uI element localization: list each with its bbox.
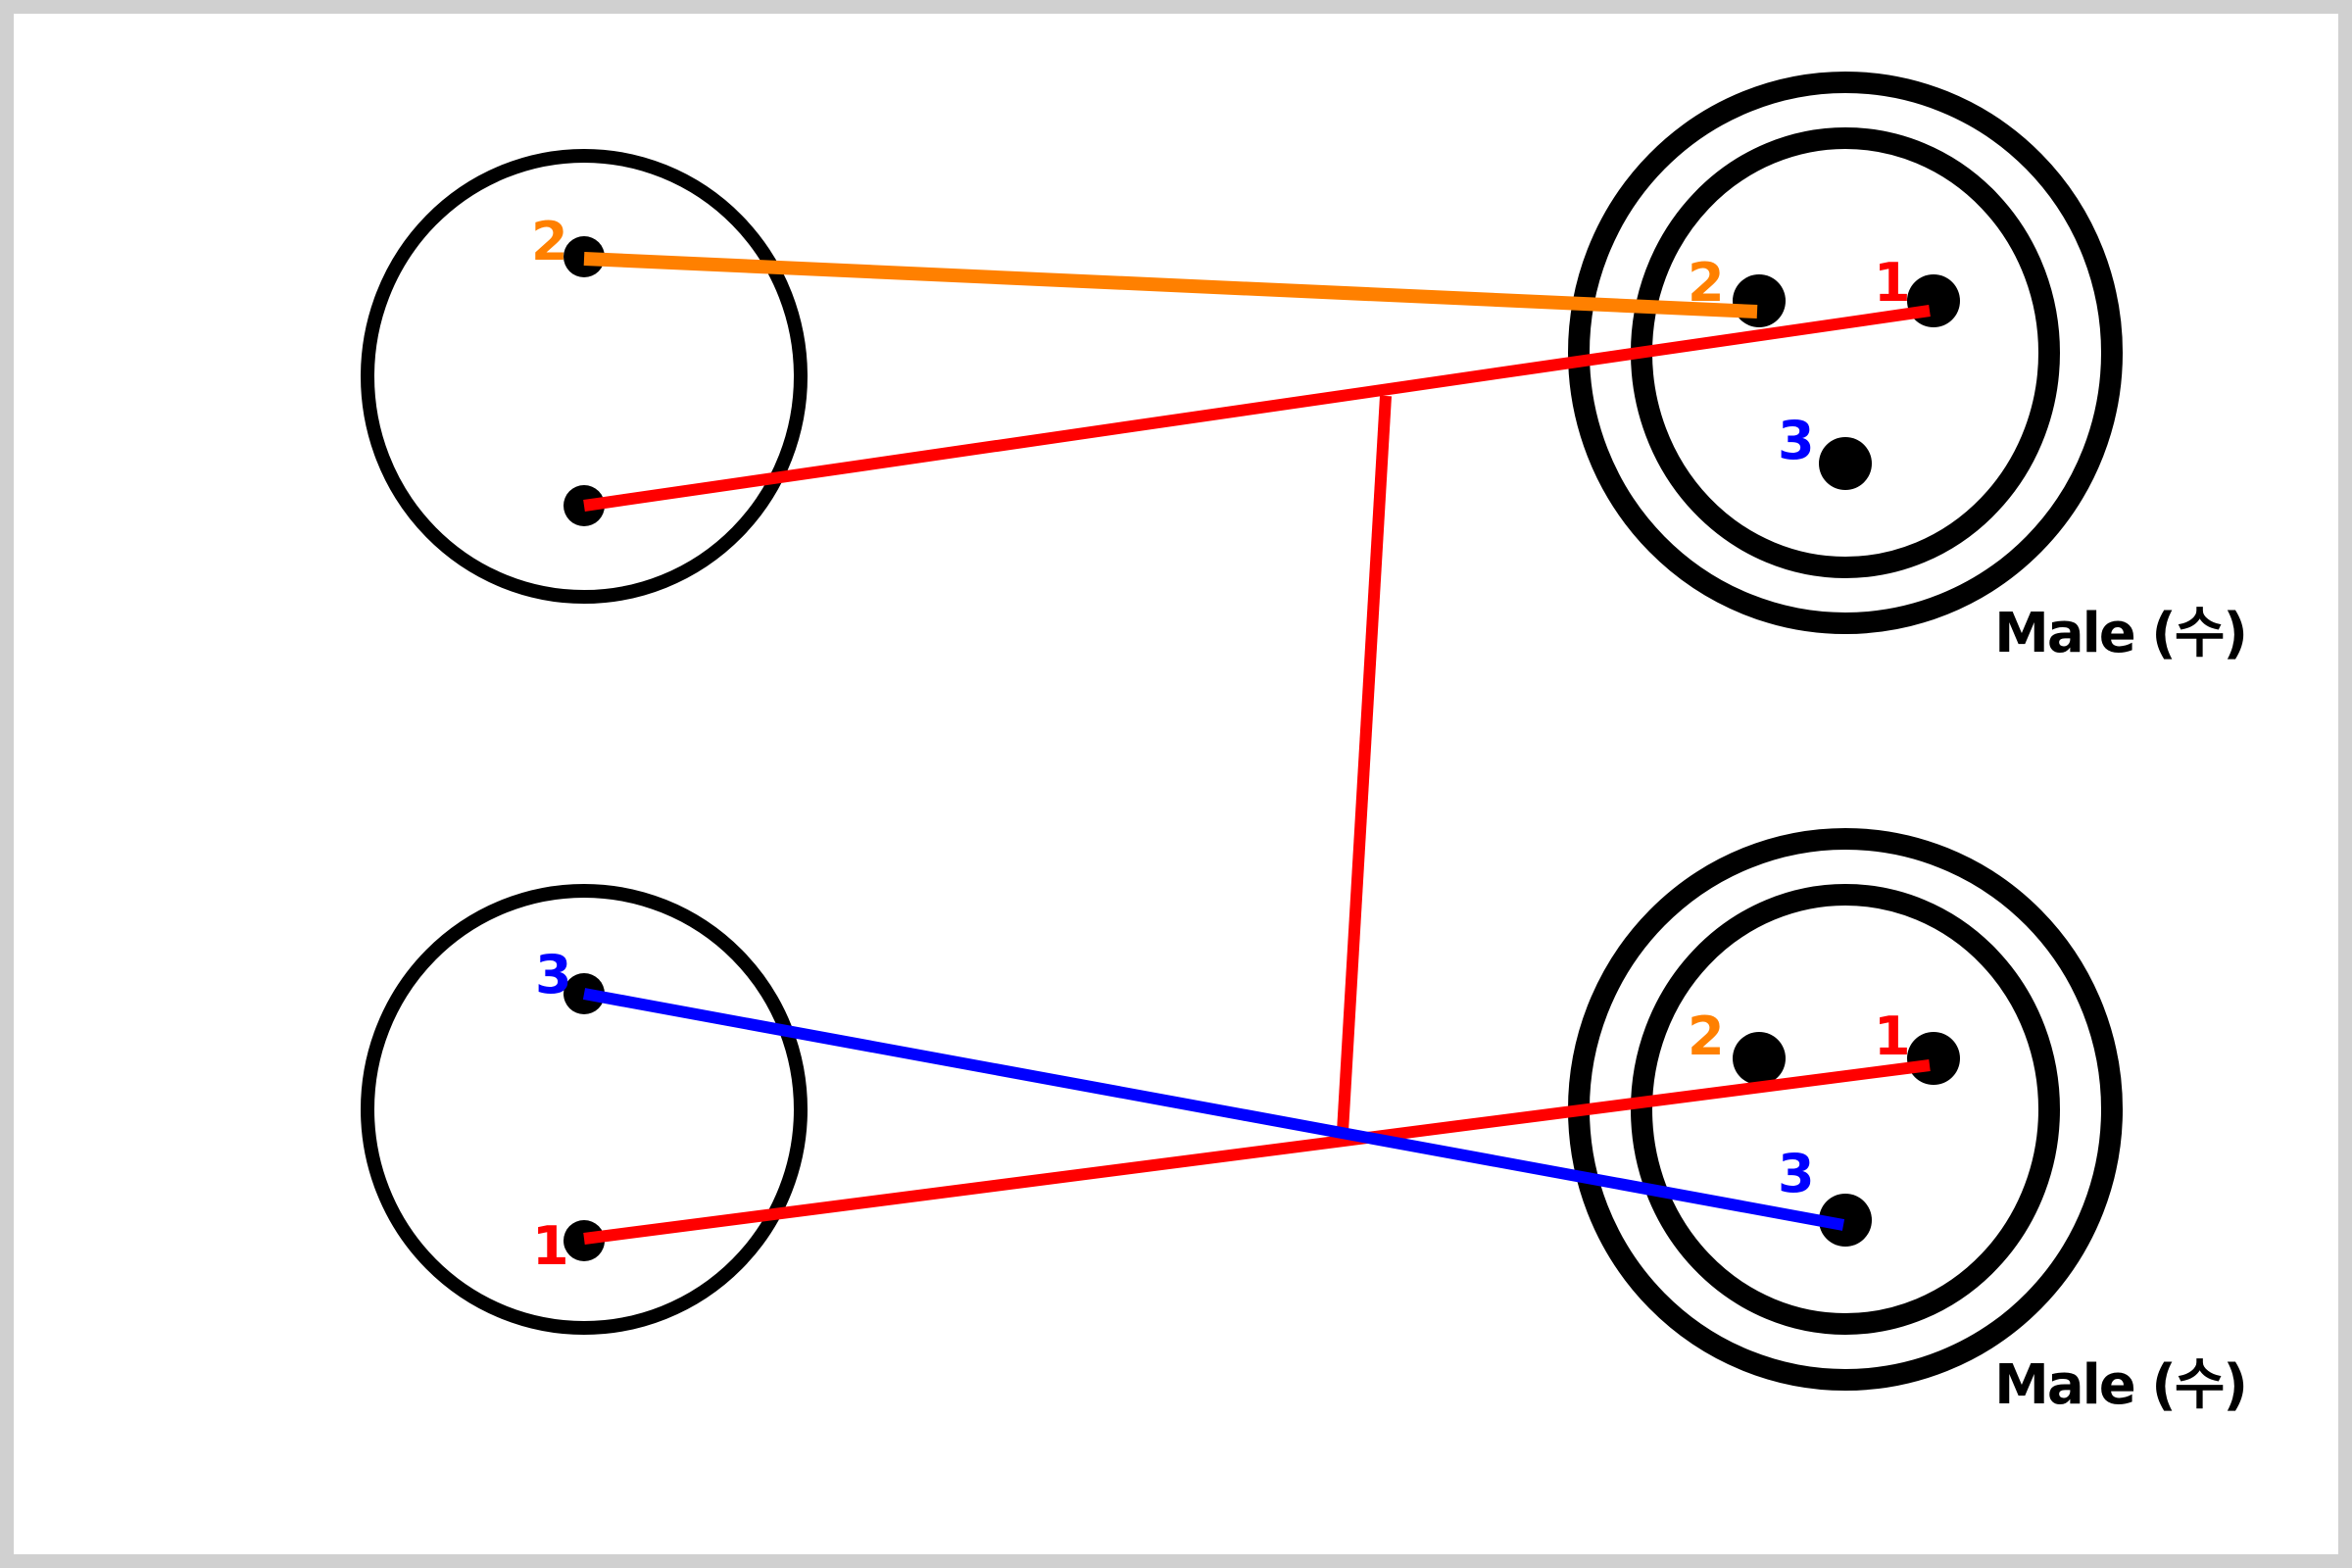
left-top-connector-body bbox=[361, 149, 808, 604]
left-top-pin-lower bbox=[564, 485, 605, 526]
wire-pin1-bottom bbox=[583, 1059, 1931, 1245]
left-top-pin-2-label: 2 bbox=[531, 211, 568, 272]
left-top-pin-upper bbox=[564, 236, 605, 277]
right-top-pin-3-label: 3 bbox=[1778, 410, 1815, 471]
left-bottom-pin-3-label: 3 bbox=[535, 944, 572, 1005]
pin-labels: 2 3 1 2 1 3 2 1 3 bbox=[531, 211, 1911, 1277]
left-top-connector bbox=[361, 149, 808, 604]
left-bottom-pin-1-label: 1 bbox=[532, 1215, 569, 1277]
right-top-pin-1-label: 1 bbox=[1874, 252, 1911, 314]
wire-pin3-bottom bbox=[582, 988, 1845, 1231]
right-bottom-pin-2 bbox=[1733, 1032, 1786, 1085]
right-top-pin-3 bbox=[1819, 437, 1872, 490]
right-bottom-connector-inner-ring bbox=[1631, 884, 2060, 1335]
right-bottom-pin-2-label: 2 bbox=[1688, 1005, 1725, 1067]
right-top-connector-inner-ring bbox=[1631, 127, 2060, 578]
right-bottom-pin-3-label: 3 bbox=[1778, 1143, 1815, 1204]
right-top-pin-1 bbox=[1907, 274, 1960, 327]
right-bottom-connector-outer-ring bbox=[1568, 828, 2123, 1391]
right-top-pin-2-label: 2 bbox=[1688, 252, 1725, 314]
left-bottom-connector bbox=[361, 884, 808, 1335]
right-bottom-pin-1 bbox=[1907, 1032, 1960, 1085]
wires bbox=[582, 252, 1931, 1245]
right-bottom-pin-1-label: 1 bbox=[1874, 1005, 1911, 1067]
wire-pin1-jumper bbox=[1337, 395, 1392, 1133]
right-top-connector-label: Male (수) bbox=[1994, 602, 2246, 665]
wire-pin2-top bbox=[583, 252, 1758, 318]
right-bottom-pin-3 bbox=[1819, 1194, 1872, 1247]
left-bottom-connector-body bbox=[361, 884, 808, 1335]
right-top-pin-2 bbox=[1733, 274, 1786, 327]
wire-pin1-top bbox=[583, 305, 1931, 512]
right-top-connector-outer-ring bbox=[1568, 72, 2123, 634]
pins bbox=[564, 236, 1960, 1261]
right-bottom-connector bbox=[1568, 828, 2123, 1391]
left-bottom-pin-1 bbox=[564, 1220, 605, 1261]
right-bottom-connector-label: Male (수) bbox=[1994, 1353, 2246, 1417]
